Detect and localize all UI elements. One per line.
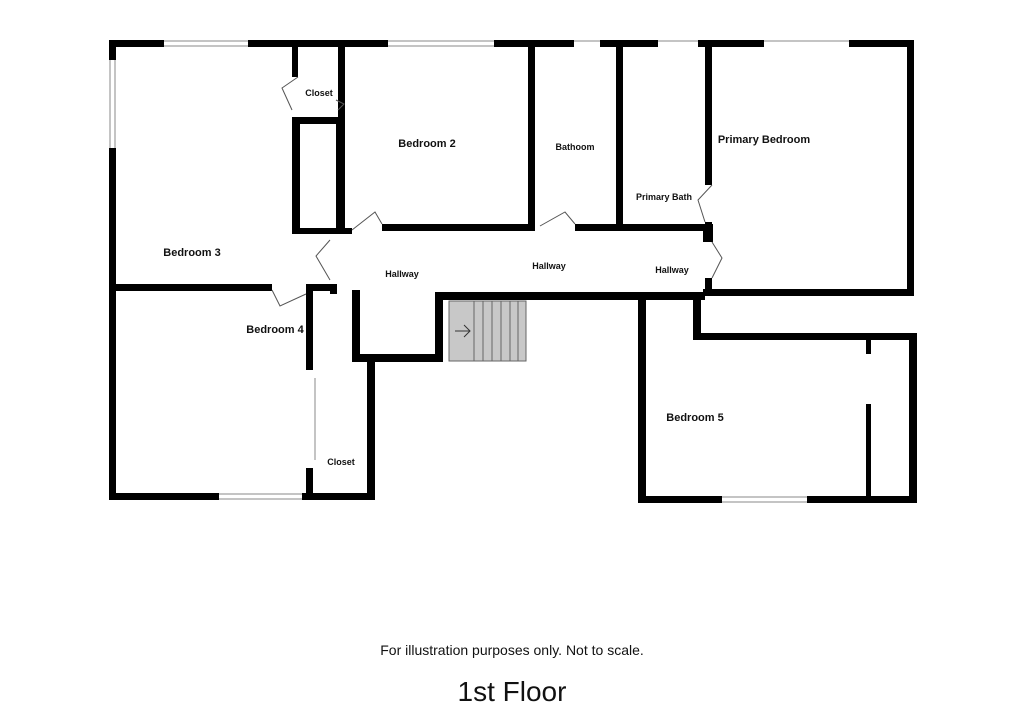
room-label-closet-top: Closet [305,88,333,98]
room-label-primary-bedroom: Primary Bedroom [718,134,811,146]
room-label-closet-bottom: Closet [327,457,355,467]
disclaimer-note: For illustration purposes only. Not to s… [380,642,644,658]
room-label-bedroom-2: Bedroom 2 [398,138,455,150]
door-swings [271,76,723,307]
staircase [448,300,527,362]
stair-arrow-icon [455,324,471,338]
windows [109,40,849,503]
room-label-primary-bath: Primary Bath [636,192,692,202]
walls [109,40,917,503]
floor-title: 1st Floor [457,676,567,707]
room-label-bedroom-5: Bedroom 5 [666,412,723,424]
room-label-bathroom: Bathoom [556,142,595,152]
room-label-bedroom-4: Bedroom 4 [246,324,304,336]
room-labels: Closet Bedroom 2 Bathoom Primary Bedroom… [163,88,810,467]
room-label-hallway-mid: Hallway [532,261,566,271]
room-label-hallway-right: Hallway [655,265,689,275]
room-label-bedroom-3: Bedroom 3 [163,247,220,259]
room-label-hallway-left: Hallway [385,269,419,279]
